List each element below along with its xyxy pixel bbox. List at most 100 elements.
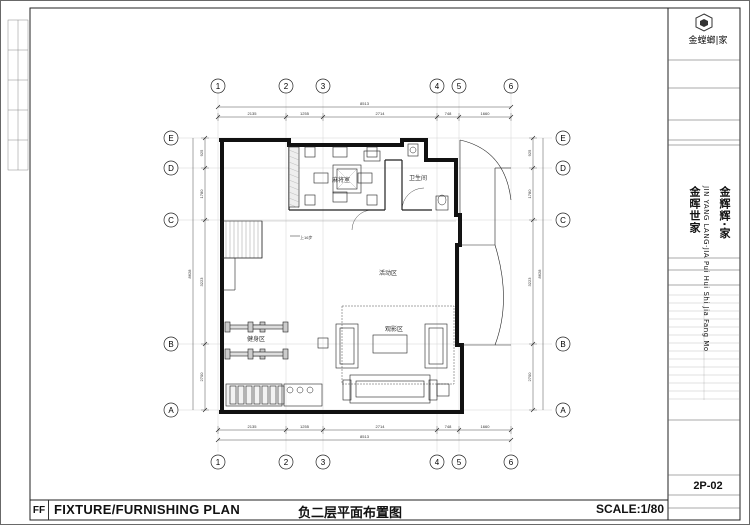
sheet-number: 2P-02: [693, 480, 723, 492]
hatch: [288, 179, 300, 185]
project-title-pinyin: JIN YANG LANG·JIA Pui Hui Shi Jia Fang M…: [702, 186, 710, 352]
side-table: [366, 194, 378, 206]
grid-label: 4: [435, 82, 440, 91]
grid-bubble: [555, 336, 571, 352]
weight-plate: [306, 386, 314, 394]
dumbbell-bar: [251, 351, 285, 357]
dim-text: 2714: [376, 111, 386, 116]
brand-logo-icon: [695, 13, 713, 32]
hatch: [288, 185, 300, 191]
grid-label: 6: [509, 82, 514, 91]
sofa-arm: [342, 379, 352, 401]
structural-column: [400, 138, 404, 142]
grid-label: A: [168, 406, 174, 415]
project-title-cn: 金辉辉·家: [718, 186, 731, 240]
structural-column: [454, 158, 458, 162]
hatch: [288, 149, 300, 155]
dim-text: 748: [445, 424, 452, 429]
structural-column: [400, 410, 404, 414]
grid-label: 1: [216, 458, 221, 467]
dim-text: 1255: [300, 111, 310, 116]
dim-tick: [508, 104, 514, 110]
grid-bubble: [451, 454, 467, 470]
grid-bubble: [163, 212, 179, 228]
coffee-table: [372, 334, 408, 354]
weight-plate: [286, 386, 294, 394]
chair: [357, 172, 373, 184]
title-block: [668, 59, 740, 509]
hatch: [288, 161, 300, 167]
armchair-left-seat: [339, 327, 355, 365]
hatch: [288, 167, 300, 173]
dim-total: 8513: [360, 101, 370, 106]
grid-label: C: [560, 216, 566, 225]
grid-label: 1: [216, 82, 221, 91]
hatch: [288, 191, 300, 197]
mahjong-table-x: [336, 168, 358, 190]
gym-shelf: [237, 385, 245, 405]
stair-note: 上16步: [300, 234, 312, 240]
project-title-cn-2: 金晖世家: [688, 186, 701, 234]
sofa: [349, 374, 431, 404]
hatch: [288, 203, 300, 209]
side-table: [317, 337, 329, 349]
dim-text: 3223: [527, 277, 532, 287]
grid-bubble: [555, 160, 571, 176]
dim-total: 8628: [187, 269, 192, 279]
dim-text: 2714: [376, 424, 386, 429]
dumbbell-bar: [251, 324, 285, 330]
grid-label: C: [168, 216, 174, 225]
grid-label: 2: [284, 458, 289, 467]
gym-shelf: [269, 385, 277, 405]
grid-label: A: [560, 406, 566, 415]
structural-column: [219, 410, 223, 414]
grid-bubble: [503, 78, 519, 94]
mahjong-table-top: [336, 168, 358, 190]
grid-bubble: [555, 402, 571, 418]
grid-bubble: [278, 78, 294, 94]
dim-tick: [508, 437, 514, 443]
structural-column: [455, 343, 459, 347]
grid-label: 2: [284, 82, 289, 91]
chair: [363, 150, 381, 162]
grid-label: D: [560, 164, 566, 173]
chair: [313, 172, 329, 184]
grid-label: B: [168, 340, 173, 349]
dim-text: 925: [199, 149, 204, 156]
toilet-bowl: [437, 194, 447, 206]
grid-label: 4: [435, 458, 440, 467]
bath-sink-bowl: [409, 146, 417, 154]
dim-text: 3223: [199, 277, 204, 287]
dim-text: 2135: [248, 424, 258, 429]
dim-text: 1255: [300, 424, 310, 429]
chair: [332, 191, 348, 203]
gym-shelf: [245, 385, 253, 405]
grid-label: 3: [321, 458, 326, 467]
structural-column: [454, 213, 458, 217]
grid-bubble: [429, 454, 445, 470]
dumbbell-weight: [224, 348, 231, 360]
gym-shelf: [229, 385, 237, 405]
grid-bubble: [163, 130, 179, 146]
structural-column: [219, 138, 223, 142]
gym-shelf: [253, 385, 261, 405]
stair-outline: [222, 221, 263, 259]
gym-bench: [283, 383, 323, 407]
bath-door-swing: [401, 187, 425, 211]
grid-bubble: [555, 130, 571, 146]
side-table: [304, 194, 316, 206]
dumbbell-weight: [247, 321, 254, 333]
grid-bubble: [163, 402, 179, 418]
mahjong-door: [351, 209, 373, 231]
grid-bubble: [278, 454, 294, 470]
armchair-left: [335, 323, 359, 369]
grid-label: 6: [509, 458, 514, 467]
dim-text: 1660: [481, 111, 491, 116]
gym-shelf: [261, 385, 269, 405]
grid-label: 3: [321, 82, 326, 91]
dumbbell-weight: [247, 348, 254, 360]
dim-text: 925: [527, 149, 532, 156]
dumbbell-weight: [224, 321, 231, 333]
